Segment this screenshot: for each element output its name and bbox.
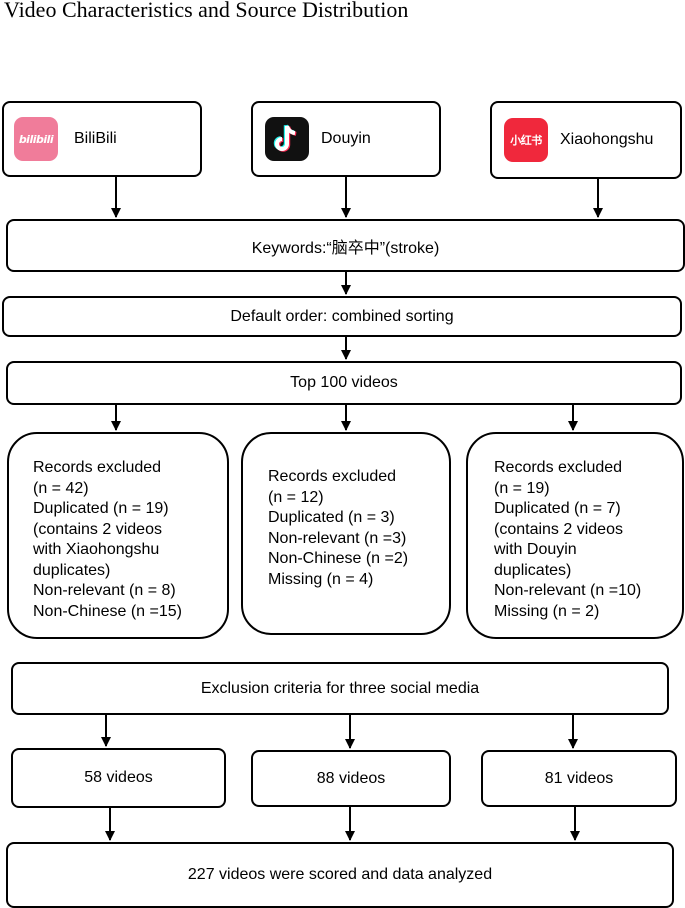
- top-videos-box: Top 100 videos: [6, 361, 682, 405]
- exclusion-line: Non-Chinese (n =15): [33, 602, 182, 620]
- count-box-bilibili: 58 videos: [11, 748, 226, 808]
- source-label-xiaohongshu: Xiaohongshu: [560, 131, 654, 148]
- exclusion-line: Records excluded: [33, 459, 162, 476]
- exclusion-line: Non-Chinese (n =2): [268, 550, 409, 567]
- keywords-text: Keywords:“脑卒中”(stroke): [251, 239, 440, 257]
- source-box-bilibili: bilibili BiliBili: [2, 101, 202, 177]
- exclusion-line: with Douyin: [494, 541, 577, 558]
- source-box-xiaohongshu: 小红书 Xiaohongshu: [490, 101, 682, 179]
- exclusion-line: Duplicated (n = 3): [268, 509, 395, 526]
- count-text-xiaohongshu: 81 videos: [544, 769, 614, 787]
- exclusion-box-douyin: Records excluded (n = 12) Duplicated (n …: [241, 432, 451, 635]
- exclusion-line: Duplicated (n = 7): [494, 500, 621, 517]
- source-label-bilibili: BiliBili: [74, 130, 117, 147]
- final-box: 227 videos were scored and data analyzed: [6, 842, 674, 908]
- exclusion-line: Duplicated (n = 19): [33, 500, 169, 517]
- exclusion-line: (contains 2 videos: [33, 520, 162, 538]
- douyin-note-icon: [273, 124, 297, 152]
- exclusion-line: Missing (n = 4): [268, 570, 374, 588]
- exclusion-line: duplicates): [494, 561, 572, 579]
- exclusion-line: Records excluded: [494, 459, 623, 476]
- exclusion-line: (n = 12): [268, 488, 324, 506]
- xiaohongshu-logo-icon: 小红书: [504, 118, 548, 162]
- exclusion-line: with Xiaohongshu: [33, 541, 160, 558]
- bilibili-logo-text: bilibili: [18, 132, 54, 146]
- douyin-logo-icon: [265, 117, 309, 161]
- top-videos-text: Top 100 videos: [290, 374, 398, 391]
- exclusion-line: Non-relevant (n = 8): [33, 582, 176, 599]
- source-label-douyin: Douyin: [321, 130, 371, 147]
- figure-title: Video Characteristics and Source Distrib…: [4, 0, 409, 22]
- count-text-bilibili: 58 videos: [84, 769, 153, 786]
- default-order-text: Default order: combined sorting: [230, 307, 454, 325]
- count-box-douyin: 88 videos: [251, 750, 451, 807]
- final-text: 227 videos were scored and data analyzed: [187, 866, 493, 883]
- default-order-box: Default order: combined sorting: [2, 296, 682, 337]
- exclusion-line: Records excluded: [268, 468, 397, 485]
- exclusion-line: Non-relevant (n =3): [268, 529, 407, 547]
- exclusion-line: Non-relevant (n =10): [494, 582, 642, 599]
- keywords-box: Keywords:“脑卒中”(stroke): [6, 219, 685, 272]
- bilibili-logo-icon: bilibili: [14, 117, 58, 161]
- exclusion-line: Missing (n = 2): [494, 602, 600, 620]
- exclusion-criteria-box: Exclusion criteria for three social medi…: [11, 662, 669, 715]
- source-box-douyin: Douyin: [251, 101, 441, 177]
- exclusion-line: (contains 2 videos: [494, 520, 623, 538]
- count-text-douyin: 88 videos: [316, 769, 386, 787]
- exclusion-line: (n = 19): [494, 479, 550, 497]
- xiaohongshu-logo-text: 小红书: [510, 134, 542, 147]
- exclusion-box-bilibili: Records excluded (n = 42) Duplicated (n …: [7, 432, 229, 639]
- exclusion-box-xiaohongshu: Records excluded (n = 19) Duplicated (n …: [466, 432, 684, 639]
- exclusion-line: (n = 42): [33, 479, 89, 497]
- exclusion-line: duplicates): [33, 561, 111, 579]
- exclusion-criteria-text: Exclusion criteria for three social medi…: [200, 679, 480, 697]
- count-box-xiaohongshu: 81 videos: [481, 750, 677, 807]
